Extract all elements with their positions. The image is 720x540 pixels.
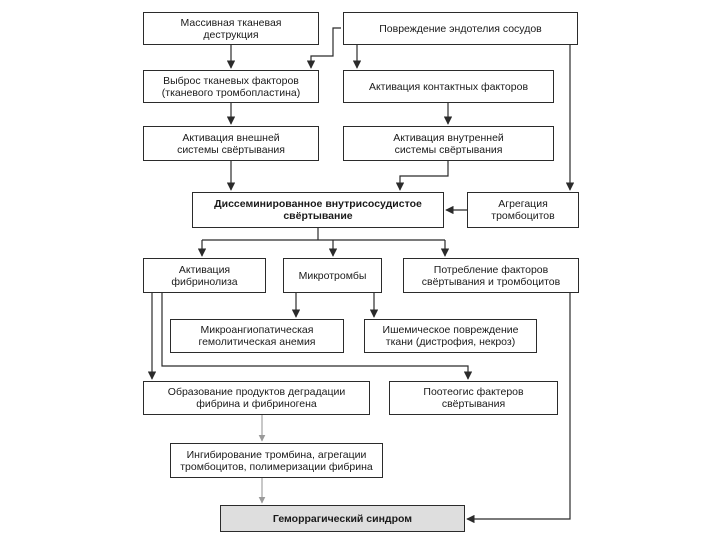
arrow-intrinsic-to-dic [395, 161, 449, 191]
dic-branch-line [202, 228, 445, 241]
node-fibrinolysis-activation: Активация фибринолиза [143, 258, 266, 293]
node-dic: Диссеминированное внутрисосудистое свёрт… [192, 192, 444, 228]
node-factor-consumption: Потребление факторов свёртывания и тромб… [403, 258, 579, 293]
node-intrinsic-activation: Активация внутренней системы свёртывания [343, 126, 554, 161]
node-tissue-factor-release: Выброс тканевых факторов (тканевого тром… [143, 70, 319, 103]
node-endothelial-damage: Повреждение эндотелия сосудов [343, 12, 578, 45]
node-microangiopathic-anemia: Микроангиопатическая гемолитическая анем… [170, 319, 344, 353]
node-contact-factor-activation: Активация контактных факторов [343, 70, 554, 103]
node-microthrombi: Микротромбы [283, 258, 382, 293]
node-hemorrhagic-syndrome: Геморрагический синдром [220, 505, 465, 532]
node-massive-tissue-destruction: Массивная тканевая деструкция [143, 12, 319, 45]
node-factor-loss: Поотеогис фактеров свёртывания [389, 381, 558, 415]
node-ischemic-damage: Ишемическое повреждение ткани (дистрофия… [364, 319, 537, 353]
node-inhibition: Ингибирование тромбина, агрегации тромбо… [170, 443, 383, 478]
node-extrinsic-activation: Активация внешней системы свёртывания [143, 126, 319, 161]
node-fibrin-degradation-products: Образование продуктов деградации фибрина… [143, 381, 370, 415]
node-platelet-aggregation: Агрегация тромбоцитов [467, 192, 579, 228]
